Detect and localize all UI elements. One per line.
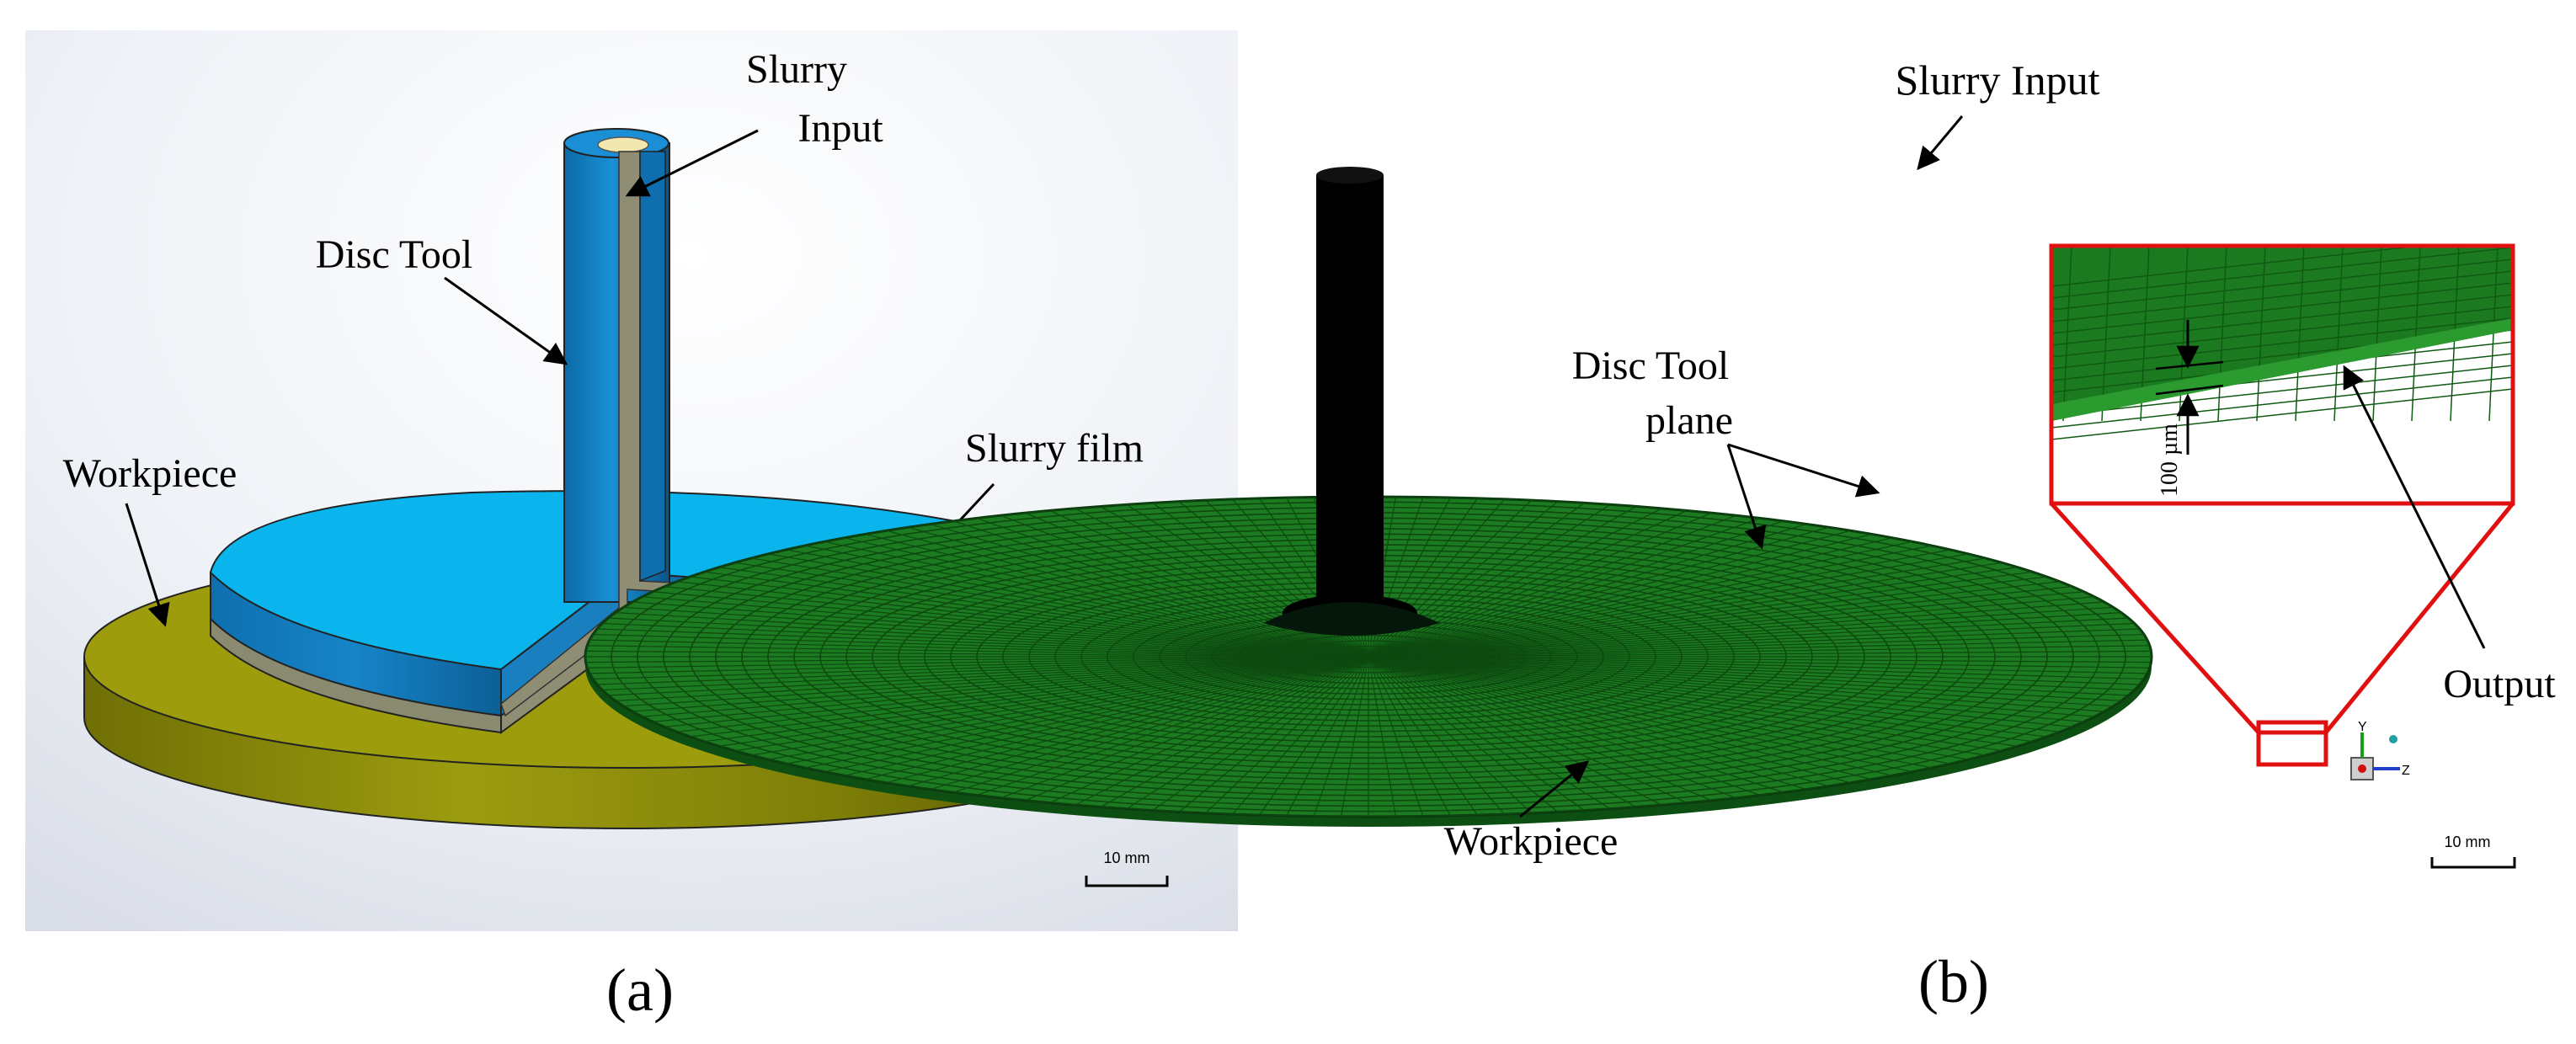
svg-text:10 mm: 10 mm (2444, 834, 2490, 850)
label-output: Output (2443, 662, 2556, 706)
arrow-workpiece (125, 503, 170, 627)
arrow-slurry-input (625, 129, 759, 197)
label-slurry-input-line2: Input (797, 106, 883, 151)
arrow-output (2343, 365, 2486, 649)
arrow-disc-plane-2 (1727, 443, 1880, 498)
mesh-lines (585, 497, 2152, 817)
mesh-workpiece (584, 495, 2153, 827)
disc-tool-shaft (500, 128, 1032, 717)
zoom-source-box (2256, 720, 2328, 767)
mesh-shaft (1263, 167, 1440, 636)
label-slurry-film: Slurry film (965, 426, 1144, 471)
label-workpiece-b: Workpiece (1444, 819, 1619, 864)
zoom-inset: 100 µm (2049, 243, 2515, 767)
label-disc-tool: Disc Tool (316, 232, 472, 277)
panel-b-render: 100 µm Slurry Input Disc Tool plane Work… (584, 56, 2556, 869)
scale-bar-a: 10 mm (1085, 850, 1169, 887)
label-disc-tool-b-line1: Disc Tool (1572, 344, 1729, 388)
arrow-slurry-input-b (1917, 115, 1964, 171)
label-disc-tool-b-line2: plane (1645, 398, 1733, 443)
svg-text:10 mm: 10 mm (1103, 850, 1149, 866)
zoom-connector (2050, 502, 2515, 735)
zoom-frame (2049, 243, 2515, 506)
caption-a: (a) (606, 956, 674, 1024)
svg-text:Y: Y (2358, 720, 2367, 734)
axis-triad: Y Z (2350, 720, 2410, 780)
label-slurry-input-line1: Slurry (746, 47, 847, 92)
arrow-disc-plane-1 (1726, 444, 1767, 550)
label-slurry-input-b: Slurry Input (1895, 56, 2099, 104)
caption-b: (b) (1918, 948, 1989, 1015)
scale-bar-b: 10 mm (2430, 834, 2516, 869)
arrow-disc-tool (444, 276, 568, 365)
svg-text:Z: Z (2402, 764, 2410, 778)
label-workpiece: Workpiece (63, 451, 237, 496)
label-thickness: 100 µm (2157, 423, 2183, 497)
arrow-workpiece-b (1519, 760, 1590, 818)
